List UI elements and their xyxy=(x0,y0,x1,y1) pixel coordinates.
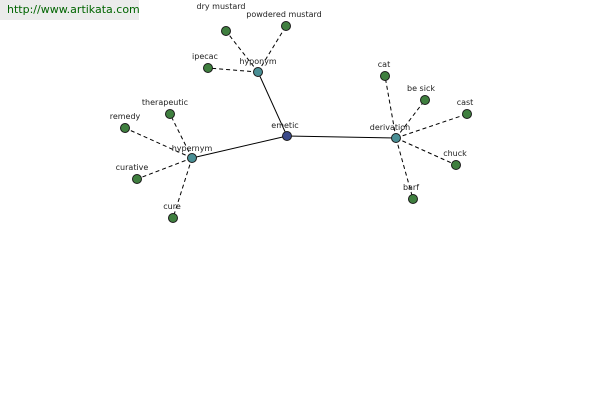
word-label-powdered-mustard: powdered mustard xyxy=(246,10,321,19)
edge-hyponym-ipecac xyxy=(207,67,259,73)
word-node-barf[interactable] xyxy=(408,194,418,204)
relation-node-derivation[interactable] xyxy=(391,133,401,143)
edge-derivation-chuck xyxy=(395,137,457,166)
center-node-emetic[interactable] xyxy=(282,131,292,141)
relation-label-hyponym: hyponym xyxy=(239,57,277,66)
word-node-ipecac[interactable] xyxy=(203,63,213,73)
word-node-be-sick[interactable] xyxy=(420,95,430,105)
source-url-link[interactable]: http://www.artikata.com xyxy=(0,0,140,20)
edge-derivation-be-sick xyxy=(395,99,426,139)
word-node-powdered-mustard[interactable] xyxy=(281,21,291,31)
word-node-remedy[interactable] xyxy=(120,123,130,133)
edge-derivation-cat xyxy=(384,75,397,139)
word-label-cure: cure xyxy=(163,202,181,211)
edge-hyponym-dry-mustard xyxy=(225,30,259,73)
word-label-be-sick: be sick xyxy=(407,84,435,93)
word-node-curative[interactable] xyxy=(132,174,142,184)
word-node-cat[interactable] xyxy=(380,71,390,81)
edge-emetic-hyponym xyxy=(257,71,288,137)
word-node-cast[interactable] xyxy=(462,109,472,119)
word-label-curative: curative xyxy=(116,163,149,172)
edge-emetic-derivation xyxy=(286,135,397,139)
edge-hypernym-cure xyxy=(172,157,193,219)
edge-derivation-barf xyxy=(395,137,414,200)
edge-hypernym-remedy xyxy=(124,127,193,159)
center-label-emetic: emetic xyxy=(271,121,298,130)
relation-label-hypernym: hypernym xyxy=(172,144,213,153)
word-label-dry-mustard: dry mustard xyxy=(197,2,246,11)
word-label-ipecac: ipecac xyxy=(192,52,218,61)
word-node-cure[interactable] xyxy=(168,213,178,223)
edge-derivation-cast xyxy=(395,113,468,139)
word-node-dry-mustard[interactable] xyxy=(221,26,231,36)
relation-node-hyponym[interactable] xyxy=(253,67,263,77)
word-label-remedy: remedy xyxy=(110,112,141,121)
word-label-barf: barf xyxy=(403,183,419,192)
word-label-cast: cast xyxy=(457,98,474,107)
word-label-therapeutic: therapeutic xyxy=(142,98,188,107)
relation-node-hypernym[interactable] xyxy=(187,153,197,163)
word-node-chuck[interactable] xyxy=(451,160,461,170)
edge-hypernym-curative xyxy=(136,157,193,180)
edge-hypernym-therapeutic xyxy=(169,113,193,159)
relation-label-derivation: derivation xyxy=(370,123,410,132)
word-node-therapeutic[interactable] xyxy=(165,109,175,119)
edge-emetic-hypernym xyxy=(191,135,288,159)
word-label-cat: cat xyxy=(378,60,390,69)
edge-hyponym-powdered-mustard xyxy=(257,25,287,73)
word-label-chuck: chuck xyxy=(443,149,467,158)
